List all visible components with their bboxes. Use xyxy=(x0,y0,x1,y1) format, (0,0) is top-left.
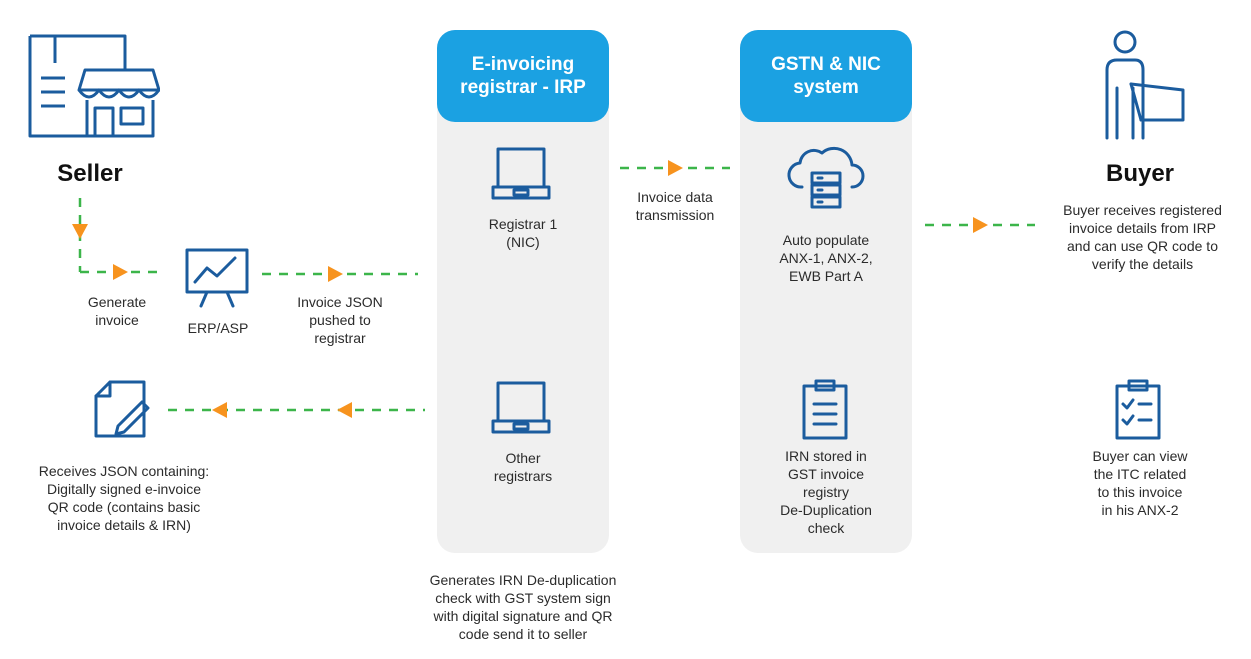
buyer-itc-line2: the ITC related xyxy=(1093,466,1187,482)
registrar1-line1: Registrar 1 xyxy=(488,216,558,232)
auto-populate-line2: ANX-1, ANX-2, xyxy=(779,250,873,266)
laptop-icon xyxy=(491,147,551,200)
irp-header-line1: E-invoicing xyxy=(471,54,575,75)
erp-asp-label: ERP/ASP xyxy=(187,320,249,336)
receives-json-line1: Receives JSON containing: xyxy=(38,463,210,479)
invoice-json-pushed-label: Invoice JSON pushed to registrar xyxy=(285,293,395,347)
generate-invoice-line1: Generate xyxy=(87,294,147,310)
irn-stored-line1: IRN stored in xyxy=(785,448,867,464)
arrow-generate-invoice xyxy=(113,264,128,280)
arrow-data-transmission xyxy=(668,160,683,176)
invoice-data-transmission-label: Invoice data transmission xyxy=(615,188,735,224)
generate-invoice-label: Generate invoice xyxy=(70,293,164,329)
irp-footer-line1: Generates IRN De-duplication xyxy=(429,572,617,588)
other-registrars-line1: Other xyxy=(505,450,541,466)
buyer-itc-line4: in his ANX-2 xyxy=(1101,502,1179,518)
arrow-down-seller xyxy=(72,224,88,239)
buyer-desc-line1: Buyer receives registered xyxy=(1063,202,1222,218)
receives-json-line2: Digitally signed e-invoice xyxy=(46,481,202,497)
auto-populate-line1: Auto populate xyxy=(782,232,870,248)
receives-json-line4: invoice details & IRN) xyxy=(57,517,191,533)
auto-populate-label: Auto populate ANX-1, ANX-2, EWB Part A xyxy=(760,231,892,285)
arrow-invoice-json xyxy=(328,266,343,282)
transmission-line1: Invoice data xyxy=(637,189,713,205)
checklist-icon xyxy=(1115,379,1161,440)
irn-stored-line5: check xyxy=(807,520,845,536)
other-registrars-label: Other registrars xyxy=(460,449,586,485)
irn-stored-line4: De-Duplication xyxy=(780,502,872,518)
buyer-itc-line1: Buyer can view xyxy=(1092,448,1188,464)
registrar1-label: Registrar 1 (NIC) xyxy=(460,215,586,251)
invoice-json-line2: pushed to xyxy=(309,312,371,328)
arrow-back-1 xyxy=(337,402,352,418)
irn-stored-line2: GST invoice xyxy=(788,466,864,482)
gstn-header-line1: GSTN & NIC xyxy=(771,54,881,75)
buyer-desc-line4: verify the details xyxy=(1091,256,1194,272)
buyer-cart-icon xyxy=(1105,30,1185,140)
document-edit-icon xyxy=(94,380,150,438)
buyer-itc-line3: to this invoice xyxy=(1097,484,1183,500)
gstn-header-line2: system xyxy=(793,77,859,98)
buyer-desc-line2: invoice details from IRP xyxy=(1068,220,1217,236)
irp-footer-line4: code send it to seller xyxy=(458,626,588,642)
seller-title: Seller xyxy=(57,160,123,187)
irp-footer-label: Generates IRN De-duplication check with … xyxy=(400,571,646,643)
irp-header-line2: registrar - IRP xyxy=(460,77,586,98)
arrow-back-2 xyxy=(212,402,227,418)
buyer-description-label: Buyer receives registered invoice detail… xyxy=(1040,201,1245,273)
buyer-itc-label: Buyer can view the ITC related to this i… xyxy=(1070,447,1210,519)
seller-store-icon xyxy=(28,34,160,138)
generate-invoice-line2: invoice xyxy=(95,312,139,328)
laptop-icon xyxy=(491,381,551,434)
other-registrars-line2: registrars xyxy=(493,468,553,484)
irp-footer-line3: with digital signature and QR xyxy=(433,608,613,624)
receives-json-line3: QR code (contains basic xyxy=(47,499,201,515)
cloud-server-icon xyxy=(787,146,865,209)
clipboard-icon xyxy=(802,379,848,440)
buyer-desc-line3: and can use QR code to xyxy=(1067,238,1218,254)
buyer-title: Buyer xyxy=(1105,160,1175,187)
irp-footer-line2: check with GST system sign xyxy=(435,590,611,606)
irn-stored-line3: registry xyxy=(803,484,849,500)
registrar1-line2: (NIC) xyxy=(506,234,540,250)
erp-chart-icon xyxy=(185,248,249,308)
invoice-json-line3: registrar xyxy=(314,330,366,346)
invoice-json-line1: Invoice JSON xyxy=(297,294,383,310)
transmission-line2: transmission xyxy=(635,207,715,223)
irn-stored-label: IRN stored in GST invoice registry De-Du… xyxy=(760,447,892,537)
receives-json-label: Receives JSON containing: Digitally sign… xyxy=(24,462,224,534)
auto-populate-line3: EWB Part A xyxy=(789,268,863,284)
arrow-to-buyer xyxy=(973,217,988,233)
